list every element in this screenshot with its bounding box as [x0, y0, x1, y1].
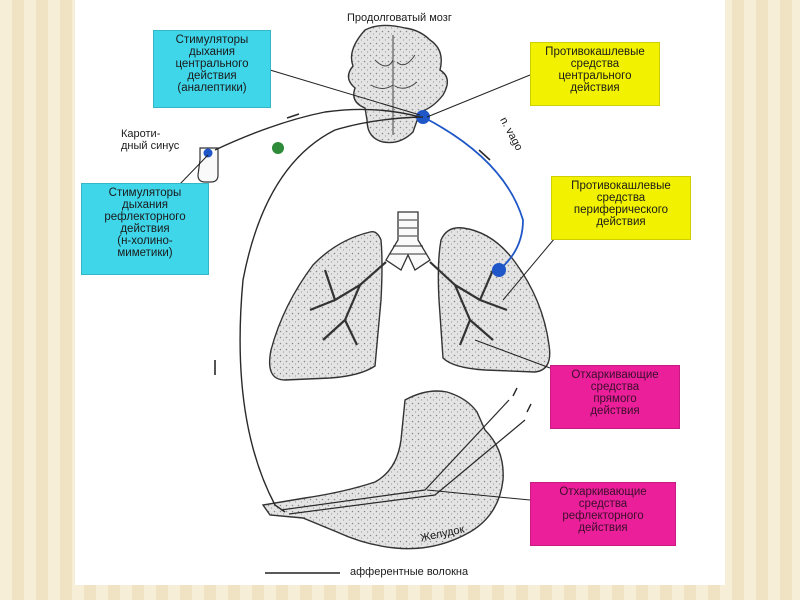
left-lung	[268, 230, 383, 381]
left-bronchi	[309, 261, 387, 346]
leader-central-stimulants	[269, 69, 421, 116]
brainstem-shape	[347, 24, 448, 144]
brainstem-label: Продолговатый мозг	[347, 12, 452, 24]
trachea-shape	[385, 211, 431, 271]
leader-expectorants-direct	[474, 339, 551, 369]
legend-label: афферентные волокна	[350, 566, 469, 578]
gastric-afferent-fibre	[239, 116, 424, 513]
diagram-drawing	[178, 24, 556, 574]
afferent-node	[272, 142, 284, 154]
right-bronchi	[429, 261, 508, 346]
stomach-shape	[261, 390, 504, 550]
gastric-arrows	[512, 387, 532, 413]
box-peripheral-antitussives: Противокашлевые средства периферического…	[551, 176, 691, 240]
carotid-sinus-label: Кароти- дный синус	[121, 128, 180, 152]
box-expectorants-direct: Отхаркивающие средства прямого действия	[550, 365, 680, 429]
carotid-node	[203, 148, 213, 158]
gastric-branch-1	[280, 399, 510, 511]
leader-reflex-stimulants	[178, 154, 209, 186]
right-lung	[437, 227, 551, 373]
box-central-stimulants: Стимуляторы дыхания центрального действи…	[153, 30, 271, 108]
box-central-antitussives: Противокашлевые средства центрального де…	[530, 42, 660, 106]
diagram-panel: Продолговатый мозг Кароти- дный синус n.…	[75, 0, 725, 585]
leader-peripheral-antitussives	[502, 237, 556, 301]
leader-central-antitussives	[426, 74, 531, 118]
box-expectorants-reflex: Отхаркивающие средства рефлекторного дей…	[530, 482, 676, 546]
carotid-sinus-shape	[197, 147, 219, 183]
upper-arrow	[286, 113, 300, 119]
gastric-branch-2	[288, 419, 526, 515]
vagus-nerve	[424, 117, 524, 271]
carotid-afferent-fibre	[214, 108, 421, 151]
vagus-arrow	[478, 149, 491, 161]
box-reflex-stimulants: Стимуляторы дыхания рефлекторного действ…	[81, 183, 209, 275]
leader-expectorants-reflex	[426, 489, 531, 501]
